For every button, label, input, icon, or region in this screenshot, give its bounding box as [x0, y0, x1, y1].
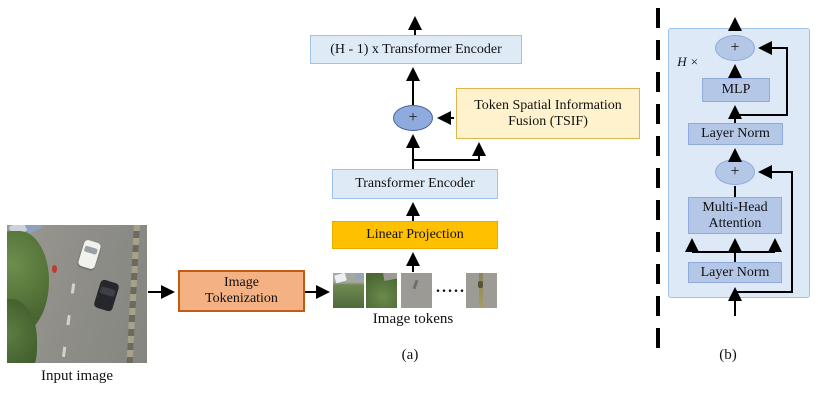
mha-label-line2: Attention: [708, 215, 762, 231]
image-token-patch: [366, 273, 397, 308]
caption-b: (b): [719, 347, 737, 363]
add-ellipse-top: +: [715, 35, 755, 61]
mha-label-line1: Multi-Head: [702, 199, 768, 215]
image-tokenization-label-line2: Tokenization: [205, 291, 278, 306]
image-tokens-label: Image tokens: [372, 311, 454, 327]
image-tokenization-label-line1: Image: [224, 275, 259, 291]
image-token-patch: [333, 273, 364, 308]
tsif-label-line1: Token Spatial Information: [474, 97, 622, 113]
linear-projection-box: Linear Projection: [332, 221, 498, 249]
lane-markings: [57, 283, 76, 363]
transformer-encoder-box: Transformer Encoder: [332, 169, 498, 199]
image-token-patch: [401, 273, 432, 308]
layer-norm-top-box: Layer Norm: [688, 123, 783, 145]
tsif-box: Token Spatial Information Fusion (TSIF): [456, 88, 640, 139]
stacked-transformer-encoder-box: (H - 1) x Transformer Encoder: [310, 35, 522, 64]
cyclist: [52, 265, 57, 273]
arrow-encoder-branch-to-tsif: [413, 142, 486, 161]
mlp-box: MLP: [702, 78, 770, 102]
repeat-count-label: H ×: [677, 54, 699, 69]
image-tokenization-box: Image Tokenization: [178, 270, 305, 312]
add-ellipse: +: [393, 105, 433, 131]
input-image: [7, 225, 147, 363]
image-token-patch: [466, 273, 497, 308]
white-car: [77, 239, 102, 270]
median-barrier: [125, 225, 141, 363]
layer-norm-bottom-box: Layer Norm: [688, 262, 782, 283]
add-ellipse-mid: +: [715, 159, 755, 185]
input-image-label: Input image: [40, 368, 114, 384]
caption-a: (a): [401, 347, 419, 363]
tsif-label-line2: Fusion (TSIF): [508, 113, 588, 129]
ellipsis-dots: .....: [436, 279, 466, 296]
black-car: [93, 278, 120, 313]
multi-head-attention-box: Multi-Head Attention: [688, 197, 782, 234]
